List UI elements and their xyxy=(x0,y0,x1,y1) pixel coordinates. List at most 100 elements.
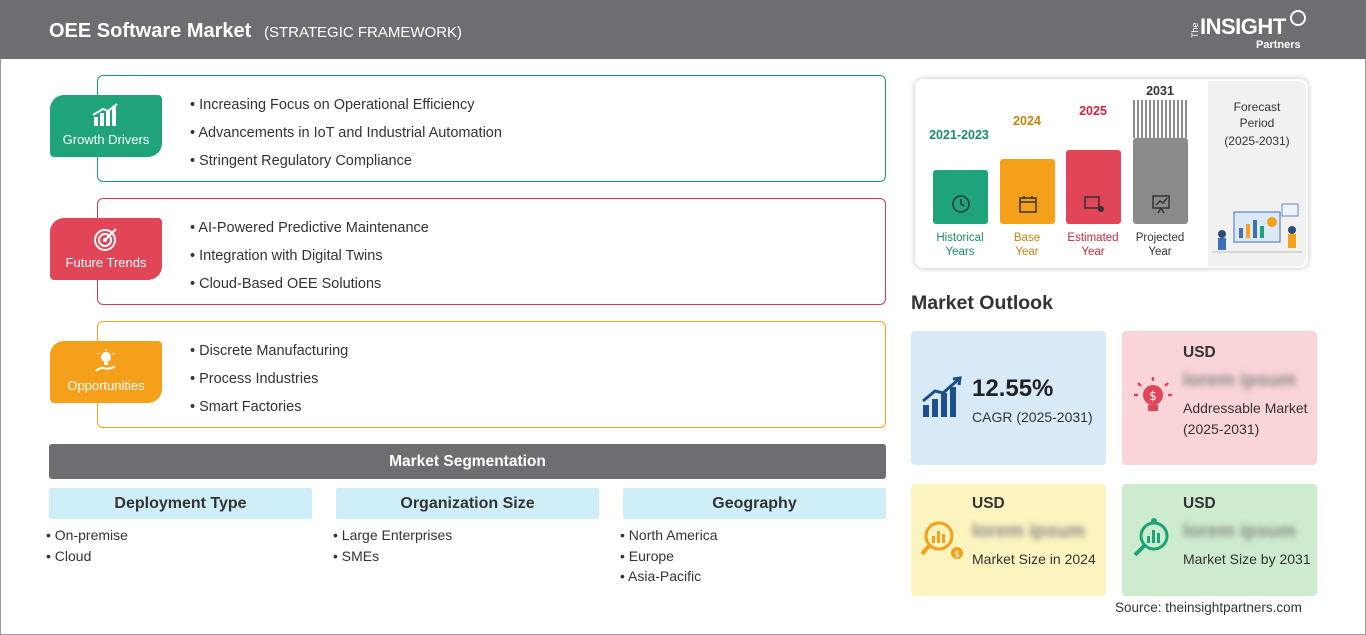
addressable-value: lorem ipsum xyxy=(1183,370,1296,391)
timeline-bar-base xyxy=(1000,159,1055,224)
cagr-value: 12.55% xyxy=(972,375,1054,402)
timeline-stripes xyxy=(1000,131,1055,159)
opportunities-label: Opportunities xyxy=(67,378,145,393)
future-trends-box: AI-Powered Predictive Maintenance Integr… xyxy=(97,198,886,305)
market-size-2024-currency: USD xyxy=(972,495,1005,512)
timeline-label-line: Years xyxy=(945,246,975,258)
list-item: Process Industries xyxy=(190,369,348,397)
list-item: AI-Powered Predictive Maintenance xyxy=(190,218,429,246)
growth-drivers-box: Increasing Focus on Operational Efficien… xyxy=(97,75,886,182)
list-item: Cloud xyxy=(46,546,128,567)
future-trends-list: AI-Powered Predictive Maintenance Integr… xyxy=(190,218,429,302)
timeline-label-line: Base xyxy=(1013,232,1041,244)
market-size-2031-card: USD lorem ipsum Market Size by 2031 xyxy=(1122,484,1317,596)
history-icon xyxy=(933,193,988,220)
opportunities-box: Discrete Manufacturing Process Industrie… xyxy=(97,321,886,428)
timeline-bar-projected xyxy=(1133,138,1188,224)
addressable-label: Addressable Market (2025-2031) xyxy=(1183,400,1308,437)
market-size-2031-currency: USD xyxy=(1183,495,1216,512)
growth-drivers-list: Increasing Focus on Operational Efficien… xyxy=(190,95,502,179)
timeline-bar-historical xyxy=(933,170,988,224)
projection-icon xyxy=(1133,193,1188,220)
geography-list: North America Europe Asia-Pacific xyxy=(620,525,718,587)
list-item: Discrete Manufacturing xyxy=(190,341,348,369)
market-size-2031-value: lorem ipsum xyxy=(1183,521,1296,542)
growth-drivers-badge: Growth Drivers xyxy=(50,95,162,157)
opportunities-list: Discrete Manufacturing Process Industrie… xyxy=(190,341,348,425)
analytics-team-illustration xyxy=(1212,200,1302,256)
target-icon xyxy=(50,226,162,257)
growth-chart-icon xyxy=(919,375,965,421)
list-item: Cloud-Based OEE Solutions xyxy=(190,274,429,302)
list-item: Stringent Regulatory Compliance xyxy=(190,151,502,179)
logo-the-text: The xyxy=(1190,22,1200,38)
forecast-line: (2025-2031) xyxy=(1224,134,1290,148)
market-size-2024-label: Market Size in 2024 xyxy=(972,551,1096,567)
list-item: Smart Factories xyxy=(190,397,348,425)
logo-main-text: INSIGHT xyxy=(1200,14,1286,39)
organization-size-heading: Organization Size xyxy=(336,488,599,519)
deployment-type-heading: Deployment Type xyxy=(49,488,312,519)
timeline-stripes xyxy=(1133,100,1188,138)
future-trends-badge: Future Trends xyxy=(50,218,162,280)
timeline-year-projected: 2031 xyxy=(1146,84,1174,98)
list-item: Increasing Focus on Operational Efficien… xyxy=(190,95,502,123)
bar-growth-icon xyxy=(50,103,162,132)
timeline-bar-estimated xyxy=(1066,150,1121,224)
timeline-year-base: 2024 xyxy=(1013,114,1041,128)
cagr-label: CAGR (2025-2031) xyxy=(972,409,1093,425)
timeline-label-line: Year xyxy=(1148,246,1172,258)
lightbulb-hand-icon xyxy=(50,349,162,380)
list-item: Asia-Pacific xyxy=(620,566,718,587)
svg-text:$: $ xyxy=(1149,389,1157,403)
timeline-stripes xyxy=(933,144,988,170)
list-item: SMEs xyxy=(333,546,452,567)
source-credit: Source: theinsightpartners.com xyxy=(1115,600,1302,615)
list-item: Integration with Digital Twins xyxy=(190,246,429,274)
timeline-stripes xyxy=(1066,120,1121,150)
logo-partners-text: Partners xyxy=(1256,39,1301,51)
timeline-label-line: Estimated xyxy=(1067,232,1119,244)
calendar-icon xyxy=(1000,193,1055,220)
forecast-line: Forecast xyxy=(1233,100,1281,114)
market-outlook-title: Market Outlook xyxy=(911,292,1053,314)
forecast-period-text: Forecast Period (2025-2031) xyxy=(1215,99,1299,149)
growth-drivers-label: Growth Drivers xyxy=(62,132,150,147)
list-item: Advancements in IoT and Industrial Autom… xyxy=(190,123,502,151)
timeline-label-line: Year xyxy=(1015,246,1039,258)
addressable-currency: USD xyxy=(1183,344,1216,361)
list-item: Europe xyxy=(620,546,718,567)
timeline-label-line: Historical xyxy=(936,232,984,244)
forecast-line: Period xyxy=(1239,116,1275,130)
money-bulb-icon: $ xyxy=(1130,373,1176,419)
page-title: OEE Software Market xyxy=(49,20,252,42)
list-item: On-premise xyxy=(46,525,128,546)
list-item: Large Enterprises xyxy=(333,525,453,546)
estimate-icon xyxy=(1066,193,1121,220)
organization-size-list: Large Enterprises SMEs xyxy=(333,525,453,567)
svg-text:$: $ xyxy=(954,550,960,560)
market-size-2024-card: $ USD lorem ipsum Market Size in 2024 xyxy=(911,484,1106,596)
timeline-year-historical: 2021-2023 xyxy=(929,128,989,142)
deployment-type-list: On-premise Cloud xyxy=(46,525,128,566)
logo-ring-icon xyxy=(1290,10,1306,26)
timeline-label-line: Projected xyxy=(1135,232,1185,244)
addressable-market-card: $ USD lorem ipsum Addressable Market (20… xyxy=(1122,331,1317,465)
chart-magnifier-icon xyxy=(1130,516,1176,562)
future-trends-label: Future Trends xyxy=(65,255,147,270)
timeline-year-estimated: 2025 xyxy=(1079,104,1107,118)
market-size-2024-value: lorem ipsum xyxy=(972,521,1085,542)
cagr-card: 12.55% CAGR (2025-2031) xyxy=(911,331,1106,465)
market-size-2031-label: Market Size by 2031 xyxy=(1183,551,1311,567)
market-segmentation-bar: Market Segmentation xyxy=(49,444,886,479)
page-subtitle: (STRATEGIC FRAMEWORK) xyxy=(264,24,463,41)
header-bar: OEE Software Market (STRATEGIC FRAMEWORK… xyxy=(0,0,1366,59)
opportunities-badge: Opportunities xyxy=(50,341,162,403)
insight-partners-logo[interactable]: The INSIGHT Partners xyxy=(1190,8,1310,54)
timeline-label-line: Year xyxy=(1081,246,1105,258)
geography-heading: Geography xyxy=(623,488,886,519)
